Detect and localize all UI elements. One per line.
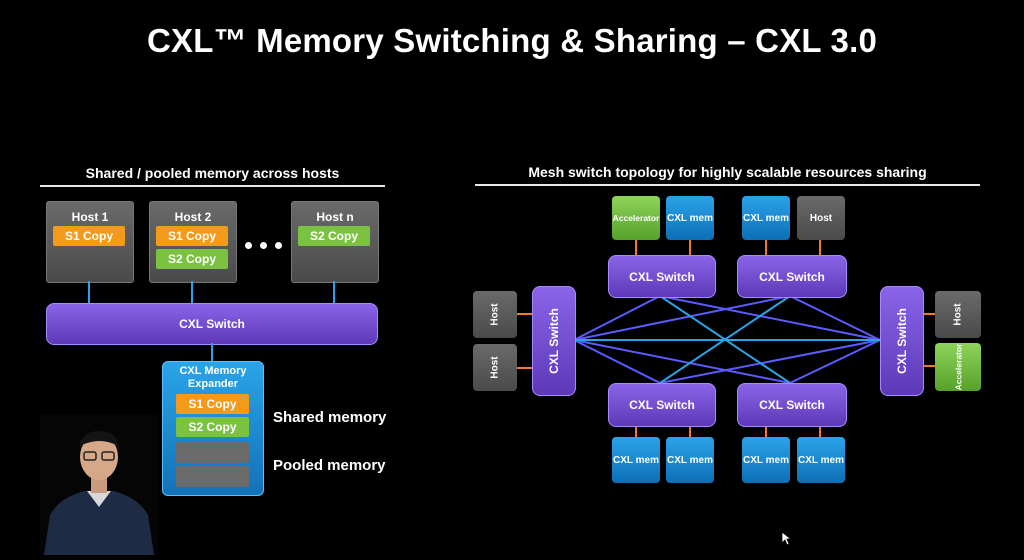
host-right-label: Host [952,303,964,326]
accelerator-right: Accelerator [935,343,981,391]
cxl-mem-bottom-4: CXL mem [797,437,845,483]
host-right: Host [935,291,981,338]
host-1-s1-copy: S1 Copy [53,226,125,246]
glasses-left [83,451,97,461]
host-2-s2-copy: S2 Copy [156,249,228,269]
left-heading-rule [40,185,385,187]
legend-pooled-memory: Pooled memory [273,457,386,474]
pooled-block-1 [176,442,249,463]
presenter-hair [79,431,119,451]
presenter-video [40,415,158,555]
cxl-memory-expander: CXL Memory Expander S1 Copy S2 Copy [162,361,264,496]
host-1-label: Host 1 [71,210,109,224]
cxl-mem-bottom-1: CXL mem [612,437,660,483]
pooled-block-2 [176,466,249,487]
host-n-s2-copy: S2 Copy [298,226,370,246]
glasses-right [101,451,115,461]
host-2: Host 2 S1 Copy S2 Copy [149,201,237,283]
presenter-neck [91,475,107,493]
cxl-switch-bottom-left: CXL Switch [608,383,716,427]
host-n-label: Host n [316,210,354,224]
cxl-mem-bottom-2: CXL mem [666,437,714,483]
host-1: Host 1 S1 Copy [46,201,134,283]
right-heading-rule [475,184,980,186]
host-n: Host n S2 Copy [291,201,379,283]
host-left-2: Host [473,344,517,391]
host-left-1-label: Host [489,303,501,326]
host-left-2-label: Host [489,356,501,379]
mesh-lines-purple [573,295,881,384]
cxl-switch-left: CXL Switch [532,286,576,396]
accelerator-top: Accelerator [612,196,660,240]
presenter-collar [87,491,111,507]
more-hosts-ellipsis [245,236,290,254]
host-n-link [333,281,335,303]
cxl-mem-top-1: CXL mem [666,196,714,240]
left-heading: Shared / pooled memory across hosts [85,165,340,181]
accelerator-right-label: Accelerator [953,343,963,391]
cxl-mem-top-2: CXL mem [742,196,790,240]
cxl-switch-right-label: CXL Switch [895,308,910,374]
host-top: Host [797,196,845,240]
expander-label: CXL Memory Expander [179,365,247,390]
right-heading: Mesh switch topology for highly scalable… [528,164,927,180]
presenter-face [80,434,118,480]
device-links-orange [517,240,935,437]
cxl-switch-left-label: CXL Switch [547,308,562,374]
presenter-body [44,491,154,555]
expander-s2-copy: S2 Copy [176,417,249,437]
cxl-switch-top-left: CXL Switch [608,255,716,298]
cxl-mem-bottom-3: CXL mem [742,437,790,483]
host-2-label: Host 2 [174,210,212,224]
page-title: CXL™ Memory Switching & Sharing – CXL 3.… [146,22,878,59]
host-1-link [88,281,90,303]
mesh-lines-blue [574,295,880,384]
expander-s1-copy: S1 Copy [176,394,249,414]
host-2-s1-copy: S1 Copy [156,226,228,246]
host-2-link [191,281,193,303]
cxl-switch-bottom-right: CXL Switch [737,383,847,427]
mouse-cursor-icon [781,531,793,546]
left-cxl-switch: CXL Switch [46,303,378,345]
cxl-switch-right: CXL Switch [880,286,924,396]
legend-shared-memory: Shared memory [273,409,387,426]
cxl-switch-top-right: CXL Switch [737,255,847,298]
switch-expander-link [211,343,213,361]
presenter-image [44,431,154,555]
host-left-1: Host [473,291,517,338]
